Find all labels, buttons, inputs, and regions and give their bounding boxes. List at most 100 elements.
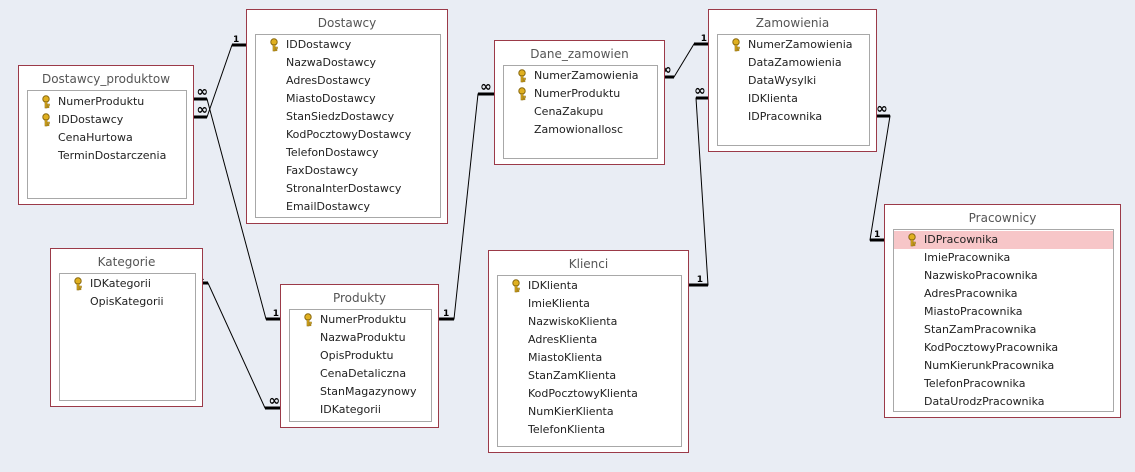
field-row[interactable]: TelefonPracownika bbox=[894, 375, 1113, 393]
primary-key-icon bbox=[905, 233, 919, 247]
field-row[interactable]: StanZamKlienta bbox=[498, 367, 681, 385]
field-row[interactable]: NazwaProduktu bbox=[290, 329, 431, 347]
field-row[interactable]: IDKategorii bbox=[60, 275, 195, 293]
cardinality-one-label: 1 bbox=[697, 275, 703, 285]
relationship-produkty-dostawcy_produktow[interactable]: 1∞ bbox=[194, 84, 280, 321]
field-row[interactable]: NazwaDostawcy bbox=[256, 54, 440, 72]
relationship-klienci-zamowienia[interactable]: 1∞ bbox=[689, 83, 709, 287]
field-name: IDPracownika bbox=[748, 110, 823, 123]
relationship-kategorie-produkty[interactable]: 1∞ bbox=[194, 273, 280, 410]
cardinality-many-label: ∞ bbox=[480, 79, 492, 95]
relationship-produkty-dane_zamowien[interactable]: 1∞ bbox=[439, 79, 494, 321]
field-row[interactable]: AdresKlienta bbox=[498, 331, 681, 349]
field-row[interactable]: TelefonDostawcy bbox=[256, 144, 440, 162]
field-name: FaxDostawcy bbox=[286, 164, 359, 177]
field-name: StronaInterDostawcy bbox=[286, 182, 402, 195]
field-row[interactable]: NumerZamowienia bbox=[718, 36, 869, 54]
field-row[interactable]: MiastoDostawcy bbox=[256, 90, 440, 108]
field-row[interactable]: NumKierKlienta bbox=[498, 403, 681, 421]
table-title: Kategorie bbox=[97, 255, 156, 269]
field-name: StanZamPracownika bbox=[924, 323, 1037, 336]
field-row[interactable]: StanZamPracownika bbox=[894, 321, 1113, 339]
field-name: MiastoPracownika bbox=[924, 305, 1023, 318]
field-row[interactable]: StronaInterDostawcy bbox=[256, 180, 440, 198]
cardinality-many-label: ∞ bbox=[660, 62, 672, 78]
field-row[interactable]: EmailDostawcy bbox=[256, 198, 440, 216]
field-row[interactable]: IDDostawcy bbox=[256, 36, 440, 54]
field-name: CenaHurtowa bbox=[58, 131, 133, 144]
field-row[interactable]: NumerProduktu bbox=[504, 85, 657, 103]
field-name: KodPocztowyPracownika bbox=[924, 341, 1059, 354]
primary-key-icon bbox=[267, 38, 281, 52]
field-row[interactable]: OpisKategorii bbox=[60, 293, 195, 311]
field-row[interactable]: IDKlienta bbox=[718, 90, 869, 108]
field-name: OpisProduktu bbox=[320, 349, 394, 362]
field-row[interactable]: NazwiskoPracownika bbox=[894, 267, 1113, 285]
field-row[interactable]: TerminDostarczenia bbox=[28, 147, 186, 165]
field-row[interactable]: IDDostawcy bbox=[28, 111, 186, 129]
relationship-pracownicy-zamowienia[interactable]: 1∞ bbox=[869, 101, 891, 242]
field-row[interactable]: IDKategorii bbox=[290, 401, 431, 419]
field-row[interactable]: OpisProduktu bbox=[290, 347, 431, 365]
field-row[interactable]: StanMagazynowy bbox=[290, 383, 431, 401]
field-row[interactable]: MiastoPracownika bbox=[894, 303, 1113, 321]
field-row[interactable]: TelefonKlienta bbox=[498, 421, 681, 439]
primary-key-icon bbox=[39, 113, 53, 127]
field-row[interactable]: StanSiedzDostawcy bbox=[256, 108, 440, 126]
field-row[interactable]: ImieKlienta bbox=[498, 295, 681, 313]
table-title: Klienci bbox=[568, 257, 609, 271]
relationship-zamowienia-dane_zamowien[interactable]: 1∞ bbox=[660, 34, 708, 79]
field-row[interactable]: CenaZakupu bbox=[504, 103, 657, 121]
field-row[interactable]: KodPocztowyPracownika bbox=[894, 339, 1113, 357]
field-name: NumKierKlienta bbox=[528, 405, 614, 418]
field-row[interactable]: MiastoKlienta bbox=[498, 349, 681, 367]
field-row[interactable]: NumerProduktu bbox=[28, 93, 186, 111]
field-row[interactable]: IDPracownika bbox=[894, 231, 1113, 249]
field-name: IDPracownika bbox=[924, 233, 999, 246]
field-row[interactable]: CenaHurtowa bbox=[28, 129, 186, 147]
cardinality-one-label: 1 bbox=[443, 309, 449, 319]
field-row[interactable]: NumerProduktu bbox=[290, 311, 431, 329]
field-row[interactable]: KodPocztowyDostawcy bbox=[256, 126, 440, 144]
field-name: NazwaDostawcy bbox=[286, 56, 377, 69]
field-name: EmailDostawcy bbox=[286, 200, 371, 213]
field-row[interactable]: ImiePracownika bbox=[894, 249, 1113, 267]
primary-key-icon bbox=[729, 38, 743, 52]
field-row[interactable]: AdresDostawcy bbox=[256, 72, 440, 90]
cardinality-one-label: 1 bbox=[874, 230, 880, 240]
field-name: MiastoDostawcy bbox=[286, 92, 376, 105]
field-row[interactable]: KodPocztowyKlienta bbox=[498, 385, 681, 403]
table-title: Produkty bbox=[332, 291, 386, 305]
field-row[interactable]: NumKierunkPracownika bbox=[894, 357, 1113, 375]
field-row[interactable]: IDKlienta bbox=[498, 277, 681, 295]
field-name: NazwiskoPracownika bbox=[924, 269, 1038, 282]
field-name: StanSiedzDostawcy bbox=[286, 110, 395, 123]
field-name: AdresPracownika bbox=[924, 287, 1018, 300]
field-row[interactable]: NumerZamowienia bbox=[504, 67, 657, 85]
field-row[interactable]: ZamowionaIlosc bbox=[504, 121, 657, 139]
field-row[interactable]: FaxDostawcy bbox=[256, 162, 440, 180]
field-name: NumerZamowienia bbox=[534, 69, 639, 82]
table-title: Dostawcy_produktow bbox=[41, 72, 171, 86]
field-row[interactable]: DataUrodzPracownika bbox=[894, 393, 1113, 411]
relationship-dostawcy-dostawcy_produktow[interactable]: 1∞ bbox=[194, 35, 246, 119]
field-name: IDKategorii bbox=[90, 277, 151, 290]
table-title: Pracownicy bbox=[968, 211, 1037, 225]
field-name: ImieKlienta bbox=[528, 297, 590, 310]
field-row[interactable]: NazwiskoKlienta bbox=[498, 313, 681, 331]
field-row[interactable]: AdresPracownika bbox=[894, 285, 1113, 303]
field-name: NumerProduktu bbox=[534, 87, 621, 100]
field-row[interactable]: DataZamowienia bbox=[718, 54, 869, 72]
field-row[interactable]: DataWysylki bbox=[718, 72, 869, 90]
field-row[interactable]: CenaDetaliczna bbox=[290, 365, 431, 383]
field-row[interactable]: IDPracownika bbox=[718, 108, 869, 126]
